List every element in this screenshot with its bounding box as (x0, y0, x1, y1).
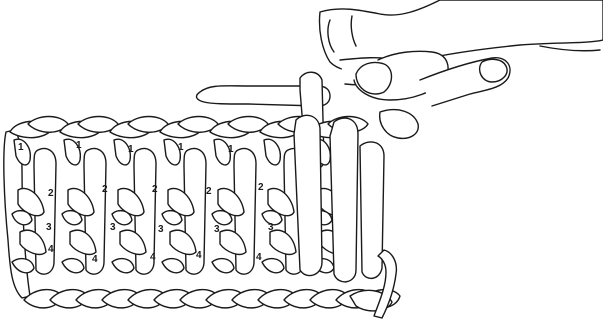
stitch-label-3: 3 (268, 222, 274, 233)
stitch-label-2: 2 (102, 184, 108, 195)
hand-with-hook (197, 0, 603, 169)
stitch-label-2: 2 (48, 188, 54, 199)
stitch-label-1: 1 (128, 144, 134, 155)
stitch-bump (162, 259, 184, 273)
stitch-label-2: 2 (258, 182, 264, 193)
stitch-bump (262, 259, 284, 273)
stitch-label-4: 4 (48, 244, 54, 255)
stitch-label-4: 4 (92, 254, 98, 265)
stitch-label-4: 4 (196, 250, 202, 261)
stitch-label-1: 1 (178, 142, 184, 153)
stitch-bump (62, 259, 84, 273)
stitch-label-4: 4 (150, 252, 156, 263)
stitch-label-2: 2 (206, 186, 212, 197)
stitch-label-3: 3 (46, 222, 52, 233)
working-stitch-post (330, 118, 358, 282)
stitch-twist (264, 139, 280, 165)
stitch-bump (112, 259, 134, 273)
stitch-label-4: 4 (256, 252, 262, 263)
stitch-label-1: 1 (18, 142, 24, 153)
stitch-label-1: 1 (76, 140, 82, 151)
stitch-label-1: 1 (228, 144, 234, 155)
stitch-label-3: 3 (158, 224, 164, 235)
crochet-swatch (4, 115, 400, 318)
stitch-label-3: 3 (214, 224, 220, 235)
stitch-label-3: 3 (110, 222, 116, 233)
stitch-bump (212, 259, 234, 273)
hand-curled-finger (380, 110, 419, 139)
index-finger-nail (480, 59, 507, 82)
stitch-label-2: 2 (152, 184, 158, 195)
